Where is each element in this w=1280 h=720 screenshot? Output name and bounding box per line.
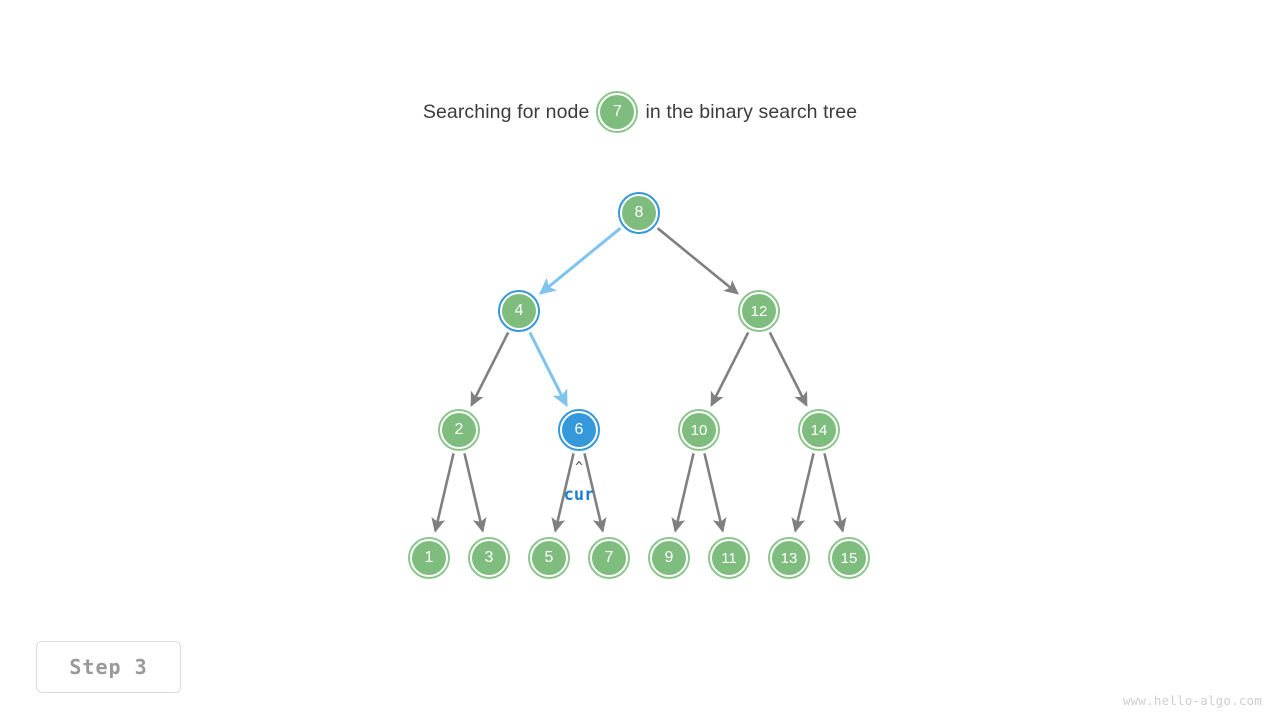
tree-node-label: 9 bbox=[664, 549, 674, 566]
tree-node-core bbox=[592, 541, 626, 575]
page-title: Searching for node 7 in the binary searc… bbox=[0, 91, 1280, 133]
tree-node-label: 10 bbox=[690, 421, 708, 439]
tree-node-ring bbox=[798, 409, 840, 451]
tree-node-10[interactable]: 10 bbox=[678, 409, 720, 451]
tree-node-7[interactable]: 7 bbox=[588, 537, 630, 579]
tree-node-core bbox=[682, 413, 716, 447]
title-suffix: in the binary search tree bbox=[645, 100, 858, 123]
tree-node-8[interactable]: 8 bbox=[618, 192, 660, 234]
tree-node-ring bbox=[588, 537, 630, 579]
tree-node-core bbox=[712, 541, 746, 575]
tree-node-label: 11 bbox=[721, 549, 737, 567]
tree-node-ring bbox=[438, 409, 480, 451]
title-prefix: Searching for node bbox=[422, 100, 590, 123]
tree-node-label: 13 bbox=[780, 549, 798, 567]
tree-node-core bbox=[502, 294, 536, 328]
tree-node-14[interactable]: 14 bbox=[798, 409, 840, 451]
step-badge: Step 3 bbox=[36, 641, 181, 693]
tree-node-5[interactable]: 5 bbox=[528, 537, 570, 579]
tree-node-label: 5 bbox=[544, 549, 554, 566]
title-target-node: 7 bbox=[596, 91, 639, 133]
tree-node-core bbox=[442, 413, 476, 447]
tree-node-label: 2 bbox=[454, 421, 464, 438]
tree-node-ring bbox=[468, 537, 510, 579]
tree-node-core bbox=[832, 541, 866, 575]
tree-node-core bbox=[802, 413, 836, 447]
tree-node-core bbox=[532, 541, 566, 575]
tree-node-12[interactable]: 12 bbox=[738, 290, 780, 332]
title-target-node-core bbox=[600, 95, 635, 129]
tree-node-core bbox=[772, 541, 806, 575]
tree-node-label: 8 bbox=[634, 204, 644, 221]
tree-node-core bbox=[472, 541, 506, 575]
step-badge-label: Step 3 bbox=[69, 655, 148, 679]
title-target-node-ring bbox=[596, 91, 639, 133]
tree-node-ring bbox=[678, 409, 720, 451]
tree-node-label: 7 bbox=[604, 549, 614, 566]
tree-node-label: 6 bbox=[574, 421, 584, 438]
tree-node-label: 15 bbox=[840, 549, 858, 567]
tree-node-9[interactable]: 9 bbox=[648, 537, 690, 579]
tree-node-ring bbox=[738, 290, 780, 332]
tree-node-11[interactable]: 11 bbox=[708, 537, 750, 579]
tree-node-15[interactable]: 15 bbox=[828, 537, 870, 579]
tree-node-core bbox=[652, 541, 686, 575]
tree-node-13[interactable]: 13 bbox=[768, 537, 810, 579]
tree-node-label: 14 bbox=[810, 421, 828, 439]
tree-node-core bbox=[742, 294, 776, 328]
tree-node-label: 4 bbox=[514, 302, 524, 319]
tree-node-core bbox=[622, 196, 656, 230]
title-target-node-label: 7 bbox=[612, 103, 622, 120]
tree-node-ring bbox=[558, 409, 600, 451]
tree-node-ring bbox=[828, 537, 870, 579]
tree-node-ring bbox=[648, 537, 690, 579]
tree-node-ring bbox=[408, 537, 450, 579]
tree-node-ring bbox=[768, 537, 810, 579]
tree-node-ring bbox=[528, 537, 570, 579]
tree-node-ring bbox=[618, 192, 660, 234]
tree-node-core bbox=[412, 541, 446, 575]
tree-node-ring bbox=[498, 290, 540, 332]
tree-node-label: 1 bbox=[424, 549, 434, 566]
tree-node-2[interactable]: 2 bbox=[438, 409, 480, 451]
tree-node-label: 3 bbox=[484, 549, 494, 566]
watermark: www.hello-algo.com bbox=[1122, 693, 1262, 708]
tree-node-6[interactable]: 6 bbox=[558, 409, 600, 451]
tree-node-ring bbox=[708, 537, 750, 579]
tree-node-4[interactable]: 4 bbox=[498, 290, 540, 332]
tree-node-core bbox=[562, 413, 596, 447]
tree-node-label: 12 bbox=[750, 302, 768, 320]
tree-node-3[interactable]: 3 bbox=[468, 537, 510, 579]
tree-node-1[interactable]: 1 bbox=[408, 537, 450, 579]
